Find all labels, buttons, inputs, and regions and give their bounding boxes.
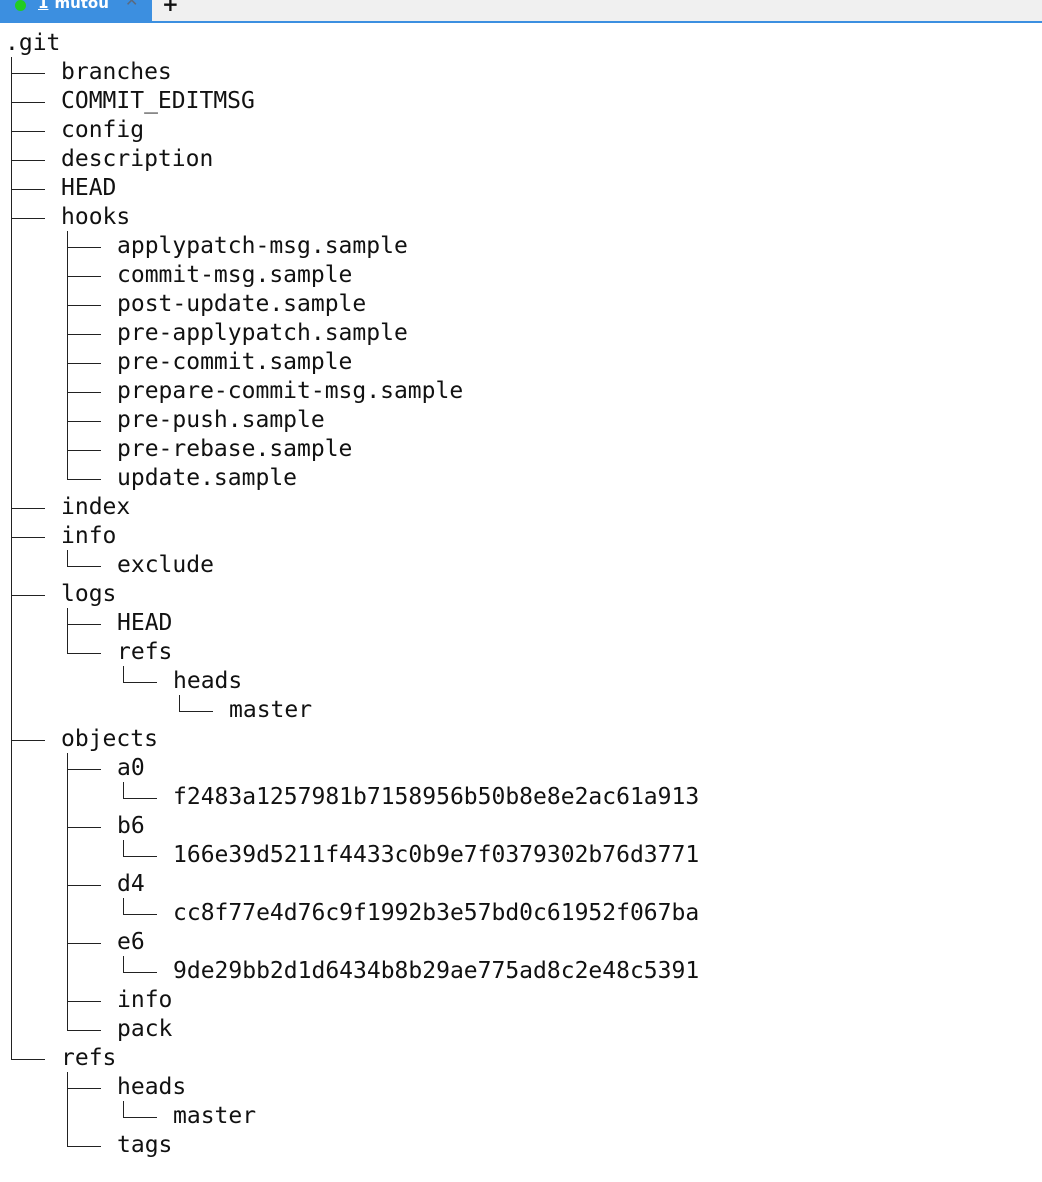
tree-item: hooks <box>61 204 131 230</box>
tree-item: post-update.sample <box>117 291 367 317</box>
tree-guide-line <box>67 753 68 1030</box>
tree-connector <box>110 667 157 696</box>
tree-connector <box>0 58 45 87</box>
tree-connector <box>54 1015 101 1044</box>
terminal-tab[interactable]: 1 mutou ✕ <box>0 0 152 23</box>
tree-item: heads <box>173 668 243 694</box>
tree-connector <box>0 116 45 145</box>
tree-connector <box>54 609 101 638</box>
tree-item: master <box>173 1103 257 1129</box>
tree-connector <box>54 377 101 406</box>
tree-guide-line <box>67 608 68 653</box>
tree-item: 166e39d5211f4433c0b9e7f0379302b76d3771 <box>173 842 700 868</box>
tree-connector <box>54 928 101 957</box>
tree-connector <box>0 725 45 754</box>
tree-item: cc8f77e4d76c9f1992b3e57bd0c61952f067ba <box>173 900 700 926</box>
close-icon[interactable]: ✕ <box>125 0 139 10</box>
tree-connector <box>110 1102 157 1131</box>
tab-label: mutou <box>54 0 109 12</box>
tree-connector <box>54 1073 101 1102</box>
tree-guide-line <box>123 840 124 856</box>
tree-item: refs <box>117 639 173 665</box>
tree-connector <box>54 319 101 348</box>
tree-item: update.sample <box>117 465 298 491</box>
tree-item: branches <box>61 59 172 85</box>
tree-guide-line <box>123 782 124 798</box>
tree-item: objects <box>61 726 158 752</box>
tree-item: info <box>117 987 173 1013</box>
tree-connector <box>166 696 213 725</box>
tree-connector <box>54 812 101 841</box>
tree-connector <box>0 203 45 232</box>
tree-connector <box>0 145 45 174</box>
tree-item: .git <box>5 30 61 56</box>
tree-item: config <box>61 117 145 143</box>
tree-item: COMMIT_EDITMSG <box>61 88 255 114</box>
tree-connector <box>110 783 157 812</box>
tree-item: pre-applypatch.sample <box>117 320 408 346</box>
tree-item: HEAD <box>117 610 173 636</box>
tab-number: 1 <box>38 0 49 12</box>
tree-connector <box>0 522 45 551</box>
tree-connector <box>0 174 45 203</box>
tree-item: refs <box>61 1045 117 1071</box>
tree-item: e6 <box>117 929 145 955</box>
tree-item: applypatch-msg.sample <box>117 233 408 259</box>
tree-item: a0 <box>117 755 145 781</box>
tree-item: logs <box>61 581 117 607</box>
tree-connector <box>54 435 101 464</box>
tree-item: f2483a1257981b7158956b50b8e8e2ac61a913 <box>173 784 700 810</box>
tree-item: info <box>61 523 117 549</box>
tree-connector <box>54 870 101 899</box>
tree-connector <box>0 580 45 609</box>
tree-connector <box>54 1131 101 1160</box>
tree-item: 9de29bb2d1d6434b8b29ae775ad8c2e48c5391 <box>173 958 700 984</box>
tab-bar: 1 mutou ✕ + <box>0 0 1042 23</box>
tree-connector <box>0 87 45 116</box>
tab-title: 1 mutou <box>38 0 109 12</box>
tree-connector <box>54 290 101 319</box>
tree-guide-line <box>123 666 124 682</box>
tree-item: HEAD <box>61 175 117 201</box>
tree-item: pack <box>117 1016 173 1042</box>
tree-connector <box>54 754 101 783</box>
tree-item: tags <box>117 1132 173 1158</box>
tree-guide-line <box>67 1072 68 1146</box>
tree-guide-line <box>123 1101 124 1117</box>
tree-guide-line <box>67 550 68 566</box>
tree-item: master <box>229 697 313 723</box>
tree-connector <box>110 957 157 986</box>
tree-connector <box>54 232 101 261</box>
tree-guide-line <box>179 695 180 711</box>
tree-connector <box>110 841 157 870</box>
tree-connector <box>54 551 101 580</box>
tree-item: heads <box>117 1074 187 1100</box>
tree-item: commit-msg.sample <box>117 262 353 288</box>
tree-guide-line <box>11 57 12 1059</box>
tree-connector <box>54 261 101 290</box>
tree-connector <box>54 986 101 1015</box>
tree-guide-line <box>123 956 124 972</box>
tree-guide-line <box>67 231 68 479</box>
tree-connector <box>54 406 101 435</box>
tree-item: b6 <box>117 813 145 839</box>
tree-item: d4 <box>117 871 145 897</box>
tree-connector <box>54 348 101 377</box>
tree-item: pre-push.sample <box>117 407 325 433</box>
tree-item: pre-commit.sample <box>117 349 353 375</box>
tree-item: prepare-commit-msg.sample <box>117 378 464 404</box>
tree-connector <box>54 464 101 493</box>
tree-connector <box>0 1044 45 1073</box>
tree-connector <box>0 493 45 522</box>
tree-item: index <box>61 494 131 520</box>
status-dot-icon <box>15 0 26 11</box>
tree-item: pre-rebase.sample <box>117 436 353 462</box>
plus-icon[interactable]: + <box>162 0 179 16</box>
tree-connector <box>54 638 101 667</box>
tree-item: description <box>61 146 214 172</box>
tree-guide-line <box>123 898 124 914</box>
tree-connector <box>110 899 157 928</box>
tree-item: exclude <box>117 552 214 578</box>
